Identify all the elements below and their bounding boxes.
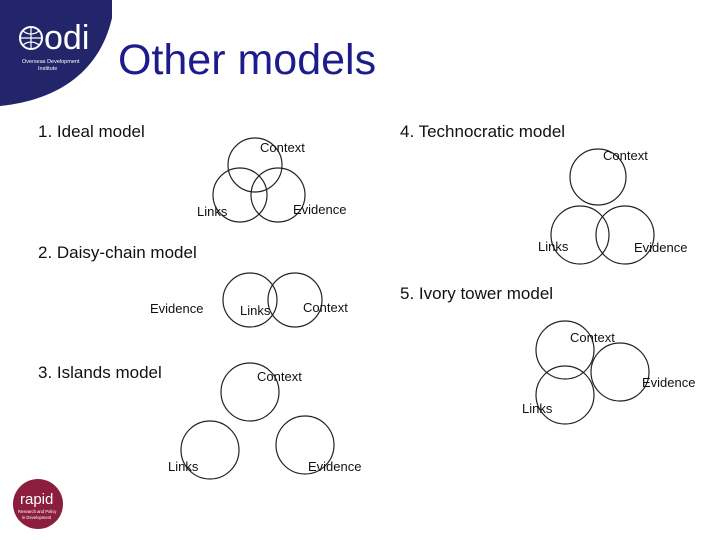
circle-islands-links [180, 420, 240, 480]
circle-islands-context [220, 362, 280, 422]
label-islands-context: Context [257, 369, 302, 384]
circle-ideal-context [227, 137, 283, 193]
label-islands-evidence: Evidence [308, 459, 361, 474]
rapid-logo-subtitle: Research and Policy [18, 509, 57, 514]
label-ivory-context: Context [570, 330, 615, 345]
label-ivory-links: Links [522, 401, 553, 416]
label-techno-evidence: Evidence [634, 240, 687, 255]
label-techno-context: Context [603, 148, 648, 163]
rapid-logo: rapid Research and Policy in Development [13, 479, 63, 529]
odi-logo: odi Overseas Development Institute [0, 0, 112, 106]
circle-techno-links [550, 205, 610, 265]
label-ideal-context: Context [260, 140, 305, 155]
rapid-logo-subtitle-2: in Development [22, 515, 52, 520]
rapid-logo-text: rapid [20, 491, 53, 508]
slide-title: Other models [118, 36, 377, 84]
heading-daisy-chain-model: 2. Daisy-chain model [38, 243, 197, 262]
label-islands-links: Links [168, 459, 199, 474]
heading-islands-model: 3. Islands model [38, 363, 162, 382]
circle-daisy-context [267, 272, 323, 328]
heading-technocratic-model: 4. Technocratic model [400, 122, 565, 141]
label-ideal-links: Links [197, 204, 228, 219]
circle-ivory-context [535, 320, 595, 380]
circle-islands-evidence [275, 415, 335, 475]
label-ideal-evidence: Evidence [293, 202, 346, 217]
odi-logo-subtitle: Overseas Development [22, 59, 80, 65]
label-daisy-links: Links [240, 303, 271, 318]
label-techno-links: Links [538, 239, 569, 254]
circle-ivory-links [535, 365, 595, 425]
circle-techno-context [569, 148, 627, 206]
odi-logo-text: odi [44, 19, 89, 57]
label-daisy-context: Context [303, 300, 348, 315]
odi-logo-subtitle-2: Institute [38, 66, 57, 72]
circle-daisy-evidence [222, 272, 278, 328]
label-daisy-evidence: Evidence [150, 301, 203, 316]
circle-techno-evidence [595, 205, 655, 265]
circle-ideal-evidence [250, 167, 306, 223]
circle-ideal-links [212, 167, 268, 223]
circle-ivory-evidence [590, 342, 650, 402]
heading-ideal-model: 1. Ideal model [38, 122, 145, 141]
label-ivory-evidence: Evidence [642, 375, 695, 390]
heading-ivory-tower-model: 5. Ivory tower model [400, 284, 553, 303]
